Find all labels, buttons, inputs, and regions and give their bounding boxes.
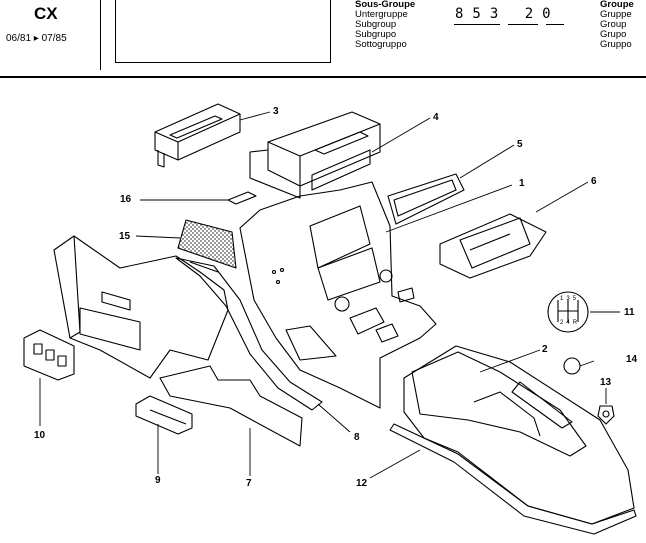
part-1-center-console	[239, 181, 437, 409]
subgroup-label-it: Sottogruppo	[355, 39, 407, 50]
callout-6: 6	[591, 176, 597, 187]
group-label-fr: Groupe	[600, 0, 634, 10]
part-8-trim-strip	[175, 257, 323, 411]
part-3-bracket	[154, 103, 241, 168]
part-7-lower-panel	[159, 325, 337, 447]
left-side-panel	[53, 235, 229, 379]
date-range: 06/81 ▸ 07/85	[6, 33, 67, 44]
header-rule	[0, 76, 646, 78]
part-4-upper-housing	[249, 111, 381, 199]
callout-7: 7	[246, 478, 252, 489]
gear-3: 3	[566, 296, 573, 302]
part-11-gear-badge	[547, 291, 589, 333]
gear-pattern-top: 135	[560, 296, 579, 302]
part-15-grille	[177, 219, 237, 269]
part-12-console-base	[389, 423, 637, 535]
callout-16: 16	[120, 194, 132, 205]
subgroup-label-es: Subgrupo	[355, 29, 397, 40]
model-name: CX	[34, 4, 58, 23]
callout-1: 1	[519, 178, 525, 189]
callout-12: 12	[356, 478, 368, 489]
subgroup-labels: Sous-Groupe Untergruppe Subgroup Subgrup…	[355, 0, 415, 50]
part-13-nut	[597, 405, 615, 425]
group-label-en: Group	[600, 19, 627, 30]
callout-15: 15	[119, 231, 131, 242]
gear-4: 4	[566, 320, 573, 326]
subgroup-label-en: Subgroup	[355, 19, 397, 30]
part-14-gear-knob	[563, 357, 581, 375]
part-10-switch	[23, 329, 75, 381]
gear-pattern-bottom: 24R	[560, 320, 580, 326]
callout-5: 5	[517, 139, 523, 150]
group-label-de: Gruppe	[600, 9, 632, 20]
group-label-es: Grupo	[600, 29, 627, 40]
gear-5: 5	[572, 296, 580, 302]
gear-r: R	[572, 320, 581, 326]
code-underline	[454, 24, 500, 25]
code-underline	[546, 24, 564, 25]
group-labels: Groupe Gruppe Group Grupo Gruppo	[600, 0, 634, 50]
callout-2: 2	[542, 344, 548, 355]
part-2-rear-console	[403, 345, 635, 525]
gear-1: 1	[560, 296, 567, 302]
part-5-frame	[387, 173, 465, 225]
subgroup-code: 853 20	[455, 6, 560, 22]
blank-title-box	[115, 0, 331, 63]
callout-10: 10	[34, 430, 46, 441]
callout-4: 4	[433, 112, 439, 123]
callout-11: 11	[624, 307, 635, 318]
subgroup-label-de: Untergruppe	[355, 9, 408, 20]
code-underline	[508, 24, 538, 25]
header: CX 06/81 ▸ 07/85 Sous-Groupe Untergruppe…	[0, 0, 646, 80]
group-label-it: Gruppo	[600, 39, 632, 50]
gear-2: 2	[560, 320, 567, 326]
leader-lines	[39, 111, 620, 479]
model-box	[0, 0, 101, 70]
part-16-clip	[227, 191, 257, 205]
callout-13: 13	[600, 377, 612, 388]
callout-3: 3	[273, 106, 279, 117]
subgroup-label-fr: Sous-Groupe	[355, 0, 416, 10]
part-9-bracket	[135, 395, 193, 435]
part-6-ashtray	[439, 213, 547, 279]
callout-8: 8	[354, 432, 360, 443]
callout-9: 9	[155, 475, 161, 486]
callout-14: 14	[626, 354, 638, 365]
